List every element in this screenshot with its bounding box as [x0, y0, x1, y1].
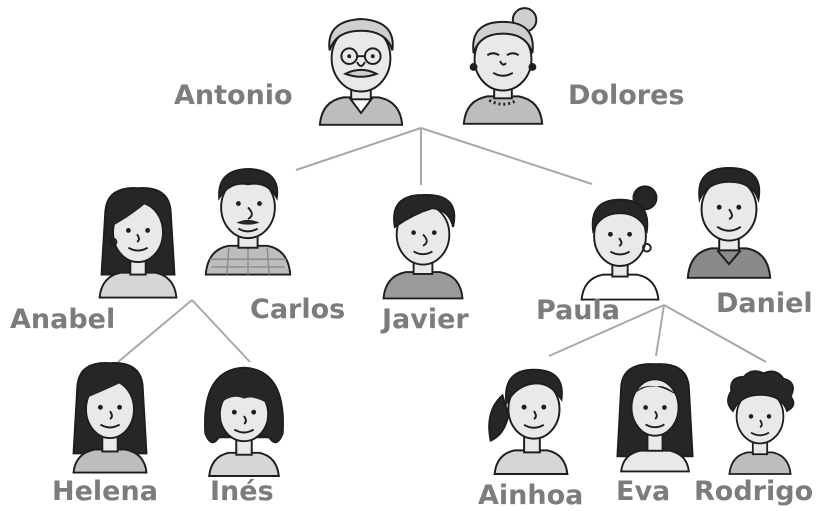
ines-portrait	[192, 360, 296, 477]
antonio-portrait	[312, 6, 410, 126]
connector-paula-daniel-rodrigo	[663, 304, 767, 363]
name-label-javier: Javier	[382, 304, 469, 335]
carlos-portrait	[200, 150, 296, 284]
name-label-paula: Paula	[536, 295, 620, 326]
connector-paula-daniel-eva	[655, 304, 665, 357]
eva-portrait	[608, 356, 702, 474]
name-label-antonio: Antonio	[174, 80, 293, 111]
name-label-ines: Inés	[210, 476, 274, 507]
name-label-helena: Helena	[52, 476, 158, 507]
anabel-portrait	[90, 178, 186, 302]
helena-portrait	[62, 356, 158, 474]
daniel-portrait	[680, 152, 778, 286]
rodrigo-portrait	[712, 366, 808, 475]
name-label-eva: Eva	[616, 476, 671, 507]
connector-anabel-carlos-ines	[191, 299, 251, 363]
paula-portrait	[572, 180, 668, 304]
name-label-ainhoa: Ainhoa	[478, 480, 584, 511]
connector-grandparents-paula	[420, 127, 593, 185]
name-label-daniel: Daniel	[716, 288, 813, 319]
name-label-dolores: Dolores	[568, 80, 685, 111]
dolores-portrait	[454, 4, 552, 126]
connector-anabel-carlos-helena	[117, 299, 193, 363]
name-label-rodrigo: Rodrigo	[694, 476, 814, 507]
javier-portrait	[376, 184, 470, 300]
ainhoa-portrait	[480, 356, 580, 475]
connector-paula-daniel-ainhoa	[548, 304, 665, 357]
connector-grandparents-carlos	[295, 127, 422, 171]
name-label-carlos: Carlos	[250, 294, 346, 325]
name-label-anabel: Anabel	[10, 304, 116, 335]
